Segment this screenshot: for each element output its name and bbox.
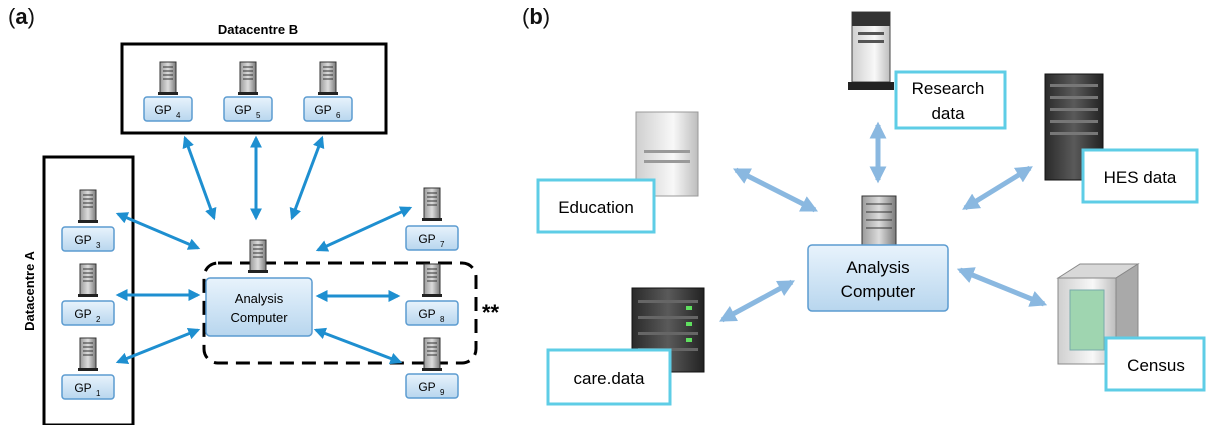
- analysis-computer-a: Analysis Computer: [205, 239, 313, 337]
- arrow-gp6-analysis: [289, 135, 325, 221]
- svg-text:GP: GP: [314, 103, 331, 117]
- analysis-a-line2: Computer: [230, 310, 288, 325]
- panel-a-arrows: [115, 135, 413, 365]
- arrow-gp3-analysis: [115, 212, 201, 250]
- svg-text:GP: GP: [418, 380, 435, 394]
- care-data-node: care.data: [546, 287, 705, 406]
- gp7-subscript: 7: [440, 240, 445, 249]
- panel-b-letter: b: [529, 4, 543, 29]
- gp7-node: GP 7: [405, 187, 459, 251]
- svg-text:GP: GP: [418, 232, 435, 246]
- arrow-care-analysis: [719, 279, 795, 323]
- analysis-computer-b: Analysis Computer: [807, 195, 949, 312]
- gp6-subscript: 6: [336, 111, 341, 120]
- gp1-subscript: 1: [96, 389, 101, 398]
- svg-text:GP: GP: [74, 307, 91, 321]
- gp9-subscript: 9: [440, 388, 445, 397]
- arrow-gp7-analysis: [315, 206, 413, 252]
- census-node: Census: [1056, 263, 1206, 392]
- gp4-subscript: 4: [176, 111, 181, 120]
- care-label: care.data: [574, 369, 645, 388]
- arrow-gp1-analysis: [115, 327, 201, 365]
- svg-text:GP: GP: [74, 233, 91, 247]
- gp3-subscript: 3: [96, 241, 101, 250]
- gp2-node: GP 2: [61, 263, 115, 326]
- datacentre-b-box: [120, 42, 388, 135]
- gp8-subscript: 8: [440, 315, 445, 324]
- education-node: Education: [536, 111, 699, 234]
- arrow-gp4-analysis: [182, 135, 217, 221]
- gp9-node: GP 9: [405, 337, 459, 399]
- panel-b-arrows: [719, 121, 1048, 323]
- svg-text:GP: GP: [74, 381, 91, 395]
- hes-data-node: HES data: [1044, 73, 1199, 204]
- panel-a-letter: a: [15, 4, 28, 29]
- census-label: Census: [1127, 356, 1185, 375]
- arrow-census-analysis: [956, 267, 1048, 307]
- gp5-node: GP 5: [223, 61, 273, 122]
- dashed-region: [202, 261, 478, 365]
- arrow-hes-analysis: [962, 165, 1033, 211]
- gp2-subscript: 2: [96, 315, 101, 324]
- datacentre-a-label: Datacentre A: [22, 251, 37, 331]
- gp6-node: GP 6: [303, 61, 353, 122]
- svg-text:GP: GP: [154, 103, 171, 117]
- svg-text:GP: GP: [234, 103, 251, 117]
- arrow-education-analysis: [732, 167, 819, 213]
- double-asterisk-annotation: **: [482, 300, 500, 325]
- education-label: Education: [558, 198, 634, 217]
- analysis-a-line1: Analysis: [235, 291, 284, 306]
- hes-label: HES data: [1104, 168, 1177, 187]
- gp1-node: GP 1: [61, 337, 115, 400]
- gp5-subscript: 5: [256, 111, 261, 120]
- svg-text:GP: GP: [418, 307, 435, 321]
- research-data-node: Research data: [848, 11, 1007, 130]
- gp4-node: GP 4: [143, 61, 193, 122]
- research-line2: data: [931, 104, 965, 123]
- datacentre-b-label: Datacentre B: [218, 22, 298, 37]
- panel-b-label: (b): [522, 4, 551, 29]
- panel-a-label: (a): [8, 4, 35, 29]
- analysis-b-line2: Computer: [841, 282, 916, 301]
- gp8-node: GP 8: [405, 263, 459, 326]
- gp3-node: GP 3: [61, 189, 115, 252]
- research-line1: Research: [912, 79, 985, 98]
- analysis-b-line1: Analysis: [846, 258, 909, 277]
- arrow-gp9-analysis: [313, 327, 403, 365]
